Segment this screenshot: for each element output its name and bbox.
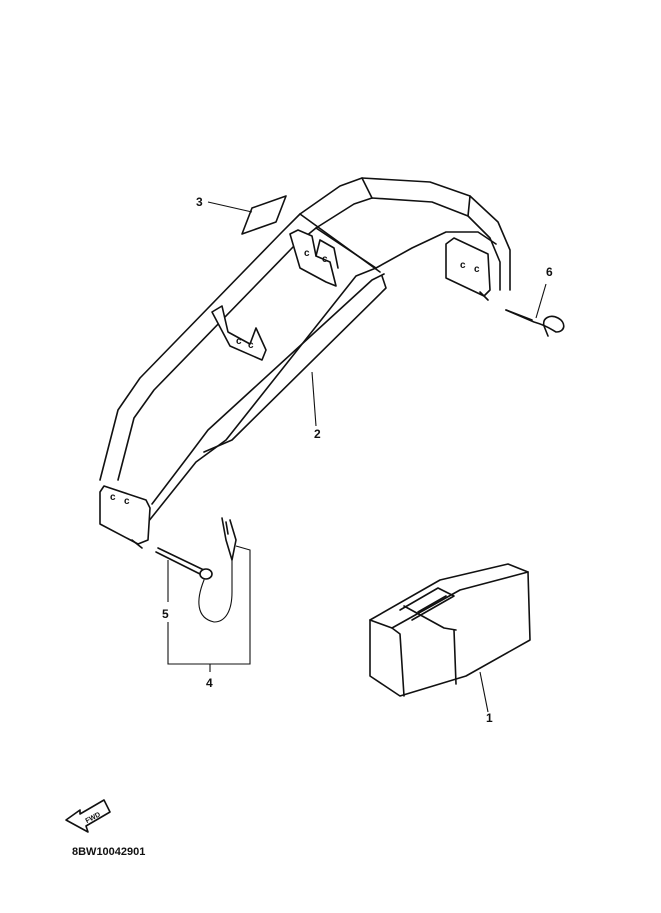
svg-text:c: c	[124, 496, 130, 507]
svg-text:c: c	[110, 492, 116, 503]
svg-text:c: c	[460, 260, 466, 271]
ramp-rail-assembly: c c c c c c c c	[99, 177, 511, 549]
clip-pin	[505, 309, 565, 337]
diagram-code: 8BW10042901	[72, 846, 145, 858]
svg-text:c: c	[304, 248, 310, 259]
callout-2: 2	[314, 427, 321, 441]
storage-bag	[369, 563, 531, 697]
svg-text:c: c	[248, 340, 254, 351]
svg-text:c: c	[322, 254, 328, 265]
pin-lanyard-set	[155, 517, 237, 623]
decal-label	[241, 195, 287, 235]
callout-5: 5	[162, 607, 169, 621]
leader-lines	[167, 201, 547, 713]
svg-text:c: c	[474, 264, 480, 275]
callout-1: 1	[486, 711, 493, 725]
callout-3: 3	[196, 195, 203, 209]
svg-text:c: c	[236, 336, 242, 347]
callout-4: 4	[206, 676, 213, 690]
fwd-arrow-icon: FWD	[65, 799, 111, 833]
callout-6: 6	[546, 265, 553, 279]
